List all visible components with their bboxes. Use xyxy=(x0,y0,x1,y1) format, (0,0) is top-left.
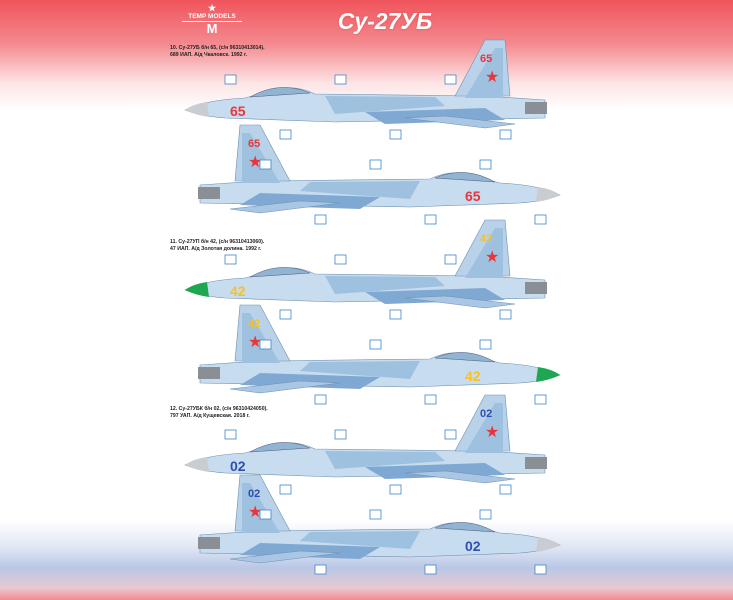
tail-number: 02 xyxy=(248,488,260,500)
decal-callout xyxy=(279,129,292,140)
caption-line: 47 ИАП. А/д Золотая долина. 1992 г. xyxy=(170,246,262,252)
decal-callout xyxy=(334,254,347,265)
red-star-icon: ★ xyxy=(248,334,262,351)
caption-line: 11. Су-27УП б/н 42, (с/н 96310413060). xyxy=(170,239,265,245)
nose-cone xyxy=(185,457,209,472)
decal-callout xyxy=(424,214,437,225)
nose-cone xyxy=(536,187,560,202)
red-star-icon: ★ xyxy=(248,504,262,521)
tail-number: 42 xyxy=(480,233,492,245)
nose-cone xyxy=(536,537,560,552)
decal-callout xyxy=(224,74,237,85)
decal-callout xyxy=(389,129,402,140)
caption-line: 12. Су-27УБК б/н 02, (с/н 96310424050). xyxy=(170,406,268,412)
temp-models-logo: ★ TEMP MODELS M xyxy=(182,4,242,36)
decal-callout xyxy=(369,509,382,520)
decal-callout xyxy=(389,484,402,495)
decal-callout xyxy=(279,309,292,320)
side-number: 02 xyxy=(230,458,246,474)
logo-text: TEMP MODELS xyxy=(188,13,236,20)
decal-callout xyxy=(259,159,272,170)
decal-callout xyxy=(389,309,402,320)
side-number: 65 xyxy=(230,103,246,119)
logo-mark: M xyxy=(182,21,242,36)
decal-callout xyxy=(479,509,492,520)
decal-callout xyxy=(259,509,272,520)
aircraft-profile: ★ xyxy=(197,474,561,564)
tail-number: 02 xyxy=(480,408,492,420)
decal-callout xyxy=(444,74,457,85)
side-number: 42 xyxy=(465,368,481,384)
decal-callout xyxy=(334,429,347,440)
decal-callout xyxy=(424,394,437,405)
decal-callout xyxy=(314,214,327,225)
decal-callout xyxy=(224,429,237,440)
side-number: 42 xyxy=(230,283,246,299)
star-icon: ★ xyxy=(207,3,217,13)
tail-number: 42 xyxy=(248,318,260,330)
decal-callout xyxy=(314,394,327,405)
decal-callout xyxy=(534,564,547,575)
caption-line: 689 ИАП. А/д Чкаловск. 1992 г. xyxy=(170,52,248,58)
decal-callout xyxy=(444,254,457,265)
red-star-icon: ★ xyxy=(485,424,499,441)
decal-callout xyxy=(224,254,237,265)
decal-callout xyxy=(534,394,547,405)
decal-callout xyxy=(479,159,492,170)
nose-cone xyxy=(536,367,560,382)
nose-cone xyxy=(185,102,209,117)
decal-callout xyxy=(479,339,492,350)
red-star-icon: ★ xyxy=(485,69,499,86)
page-title: Су-27УБ xyxy=(337,8,433,34)
decal-callout xyxy=(334,74,347,85)
decal-callout xyxy=(259,339,272,350)
aircraft-profile: ★ xyxy=(197,304,561,394)
scheme-11-caption: 11. Су-27УП б/н 42, (с/н 96310413060). 4… xyxy=(170,239,264,253)
tail-number: 65 xyxy=(248,138,260,150)
aircraft-profile: ★ xyxy=(184,394,548,484)
header-gradient xyxy=(0,0,733,110)
tail-number: 65 xyxy=(480,53,492,65)
nose-cone xyxy=(185,282,209,297)
aircraft-profile: ★ xyxy=(197,124,561,214)
decal-callout xyxy=(369,339,382,350)
decal-callout xyxy=(499,309,512,320)
aircraft-profile: ★ xyxy=(184,39,548,129)
decal-callout xyxy=(314,564,327,575)
red-star-icon: ★ xyxy=(485,249,499,266)
caption-line: 10. Су-27УБ б/н 65, (с/н 96310413014). xyxy=(170,45,265,51)
scheme-10-caption: 10. Су-27УБ б/н 65, (с/н 96310413014). 6… xyxy=(170,45,265,59)
caption-line: 797 УАП. А/д Кущевская. 2018 г. xyxy=(170,413,250,419)
decal-callout xyxy=(499,484,512,495)
red-star-icon: ★ xyxy=(248,154,262,171)
decal-callout xyxy=(499,129,512,140)
side-number: 02 xyxy=(465,538,481,554)
aircraft-profile: ★ xyxy=(184,219,548,309)
side-number: 65 xyxy=(465,188,481,204)
decal-callout xyxy=(369,159,382,170)
decal-callout xyxy=(424,564,437,575)
scheme-12-caption: 12. Су-27УБК б/н 02, (с/н 96310424050). … xyxy=(170,406,268,420)
decal-callout xyxy=(279,484,292,495)
decal-callout xyxy=(534,214,547,225)
decal-callout xyxy=(444,429,457,440)
